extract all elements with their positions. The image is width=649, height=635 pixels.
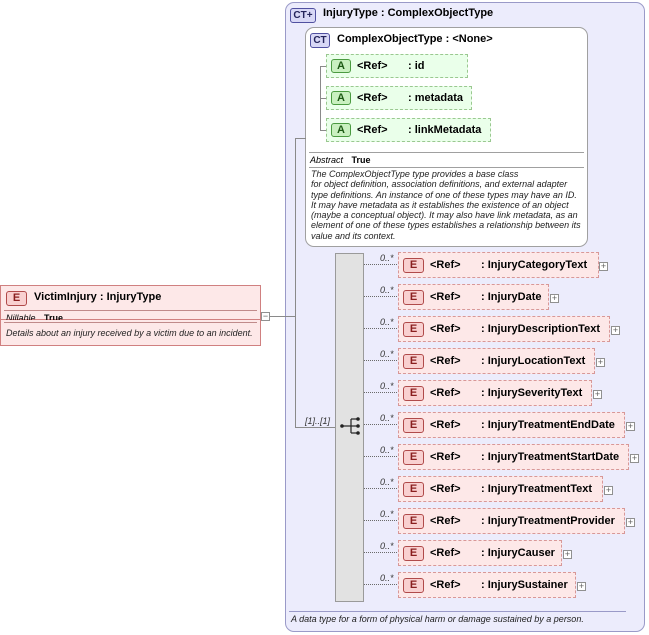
victim-injury-element[interactable]: E VictimInjury : InjuryType xyxy=(0,285,261,320)
expand-icon[interactable]: + xyxy=(599,261,608,271)
element-icon: E xyxy=(403,514,424,529)
attribute-metadata[interactable]: A <Ref> : metadata xyxy=(326,86,472,110)
attribute-icon: A xyxy=(331,91,351,105)
element-icon: E xyxy=(6,291,27,306)
element-icon: E xyxy=(403,450,424,465)
element-injury-causer[interactable]: E <Ref> : InjuryCauser xyxy=(398,540,562,566)
ct-expand-icon[interactable]: CT+ xyxy=(290,8,316,23)
element-injury-treatment-provider[interactable]: E <Ref> : InjuryTreatmentProvider xyxy=(398,508,625,534)
element-injury-location-text[interactable]: E <Ref> : InjuryLocationText xyxy=(398,348,595,374)
nillable-property: Nillable True xyxy=(6,313,64,323)
expand-icon[interactable]: + xyxy=(550,293,559,303)
element-icon: E xyxy=(403,258,424,273)
expand-icon[interactable]: + xyxy=(593,389,602,399)
victim-injury-title: VictimInjury : InjuryType xyxy=(34,291,162,303)
element-icon: E xyxy=(403,354,424,369)
element-injury-treatment-end-date[interactable]: E <Ref> : InjuryTreatmentEndDate xyxy=(398,412,625,438)
expand-icon[interactable]: + xyxy=(626,517,635,527)
expand-icon[interactable]: + xyxy=(563,549,572,559)
element-icon: E xyxy=(403,546,424,561)
complex-object-type-description: The ComplexObjectType type provides a ba… xyxy=(311,169,581,241)
injury-type-title: InjuryType : ComplexObjectType xyxy=(323,7,494,19)
divider xyxy=(309,167,584,168)
abstract-property: Abstract True xyxy=(310,155,371,165)
victim-injury-description: Details about an injury received by a vi… xyxy=(6,328,253,338)
sequence-icon xyxy=(340,417,360,435)
element-injury-category-text[interactable]: E <Ref> : InjuryCategoryText xyxy=(398,252,599,278)
expand-icon[interactable]: + xyxy=(611,325,620,335)
victim-injury-description-box: Details about an injury received by a vi… xyxy=(0,320,261,346)
attribute-link-metadata[interactable]: A <Ref> : linkMetadata xyxy=(326,118,491,142)
expand-icon[interactable]: + xyxy=(630,453,639,463)
element-injury-sustainer[interactable]: E <Ref> : InjurySustainer xyxy=(398,572,576,598)
element-injury-treatment-text[interactable]: E <Ref> : InjuryTreatmentText xyxy=(398,476,603,502)
element-injury-description-text[interactable]: E <Ref> : InjuryDescriptionText xyxy=(398,316,610,342)
collapse-icon[interactable]: − xyxy=(261,311,270,321)
element-icon: E xyxy=(403,386,424,401)
element-icon: E xyxy=(403,290,424,305)
complex-object-type-title: ComplexObjectType : <None> xyxy=(337,33,493,45)
divider xyxy=(309,152,584,153)
element-injury-treatment-start-date[interactable]: E <Ref> : InjuryTreatmentStartDate xyxy=(398,444,629,470)
attribute-icon: A xyxy=(331,59,351,73)
injury-type-description: A data type for a form of physical harm … xyxy=(291,614,584,624)
element-injury-date[interactable]: E <Ref> : InjuryDate xyxy=(398,284,549,310)
expand-icon[interactable]: + xyxy=(604,485,613,495)
element-injury-severity-text[interactable]: E <Ref> : InjurySeverityText xyxy=(398,380,592,406)
attribute-icon: A xyxy=(331,123,351,137)
attribute-id[interactable]: A <Ref> : id xyxy=(326,54,468,78)
expand-icon[interactable]: + xyxy=(577,581,586,591)
sequence-compositor[interactable] xyxy=(335,253,364,602)
divider xyxy=(289,611,626,612)
element-icon: E xyxy=(403,322,424,337)
element-icon: E xyxy=(403,482,424,497)
element-icon: E xyxy=(403,418,424,433)
element-icon: E xyxy=(403,578,424,593)
ct-icon: CT xyxy=(310,33,330,48)
expand-icon[interactable]: + xyxy=(596,357,605,367)
expand-icon[interactable]: + xyxy=(626,421,635,431)
sequence-cardinality: [1]..[1] xyxy=(305,416,331,426)
